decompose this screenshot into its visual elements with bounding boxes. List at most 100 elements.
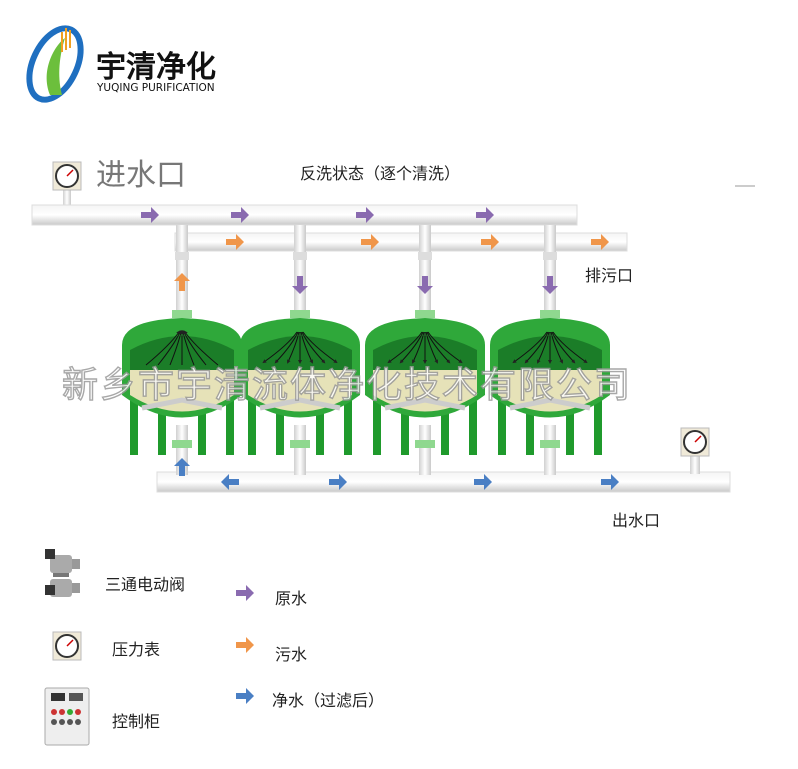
legend-cabinet-label: 控制柜 [112,712,161,731]
logo-name-cn: 宇清净化 [96,50,216,85]
tank-leg [373,395,381,455]
tank-leg [198,395,206,455]
inlet-label: 进水口 [96,158,186,193]
flow-line [425,331,438,364]
tank-media [498,370,602,412]
inlet-pipe [31,204,578,226]
waste-water-arrow [174,273,190,291]
flow-line [426,331,451,364]
filter-tank [122,225,242,475]
drain-pipe [174,232,628,252]
raw-water-arrow [417,276,433,294]
flow-line [537,331,550,364]
flange [290,310,310,318]
logo-name-en: YUQING PURIFICATION [97,82,215,94]
flow-line [302,331,338,364]
flow-line [145,330,181,366]
tank-leg [498,395,506,455]
pressure-gauge-icon [52,161,82,191]
distributor [509,397,591,411]
clean-water-arrow [221,474,239,490]
flow-line [183,330,219,366]
raw-water-arrow [292,276,308,294]
raw-water-arrow [542,276,558,294]
tank-leg [401,395,409,455]
waste-water-arrow [226,234,244,250]
gauge-needle [66,169,74,177]
waste-water-arrow [481,234,499,250]
tank-leg [276,395,284,455]
raw-water-arrow [141,207,159,223]
flow-line [287,331,300,364]
drain-label: 排污口 [585,266,634,285]
flow-line [412,331,425,364]
tank-inlet-pipe [419,225,431,313]
tank-leg [316,395,324,455]
tank-leg [526,395,534,455]
raw-water-arrow [231,207,249,223]
flange [415,440,435,448]
filter-tank [365,225,485,475]
valve-icon [418,252,432,260]
tank-leg [441,395,449,455]
tank-outlet-pipe [544,425,556,475]
flow-line [550,331,563,364]
waste-water-arrow [236,637,254,653]
raw-water-arrow [356,207,374,223]
pressure-gauge-icon [680,427,710,457]
tank-leg [130,395,138,455]
valve-icon [175,252,189,260]
control-cabinet-icon [44,687,90,746]
flow-line [387,331,423,364]
flow-line [300,331,313,364]
raw-water-arrow [476,207,494,223]
flange [172,310,192,318]
state-label: 反洗状态（逐个清洗） [300,164,461,183]
clean-water-arrow [236,688,254,704]
clean-water-arrow [329,474,347,490]
flow-line [262,331,298,364]
tank-media [248,370,352,412]
flow-line [512,331,548,364]
outlet-label: 出水口 [612,511,661,530]
waste-water-arrow [361,234,379,250]
tank-media [373,370,477,412]
valve-icon [543,252,557,260]
gauge-stem [63,185,71,207]
tank-leg [594,395,602,455]
flow-line [551,331,576,364]
tank-leg [469,395,477,455]
flow-line [399,331,424,364]
valve-icon [293,252,307,260]
tank-inlet-pipe [176,225,188,313]
flange [290,440,310,448]
waste-water-arrow [591,234,609,250]
clean-water-arrow [174,458,190,476]
gauge-needle [66,639,74,647]
watermark: 新乡市宇清流体净化技术有限公司 [61,364,633,406]
flow-line [524,331,549,364]
flange [415,310,435,318]
gauge-needle [694,435,702,443]
distributor [259,397,341,411]
pressure-gauge-icon [52,631,82,661]
filter-tank [240,225,360,475]
flow-line [552,331,588,364]
raw-water-arrow [236,585,254,601]
legend-raw-label: 原水 [275,589,308,608]
flow-line [274,331,299,364]
logo-mark [26,25,84,103]
tank-media [130,370,234,412]
flange [540,440,560,448]
valve-icon [45,549,80,597]
tank-leg [226,395,234,455]
flange [540,310,560,318]
tank-leg [566,395,574,455]
legend-gauge-label: 压力表 [112,640,161,659]
clean-water-arrow [474,474,492,490]
tank-leg [248,395,256,455]
flange [172,440,192,448]
legend-valve-label: 三通电动阀 [105,575,186,594]
